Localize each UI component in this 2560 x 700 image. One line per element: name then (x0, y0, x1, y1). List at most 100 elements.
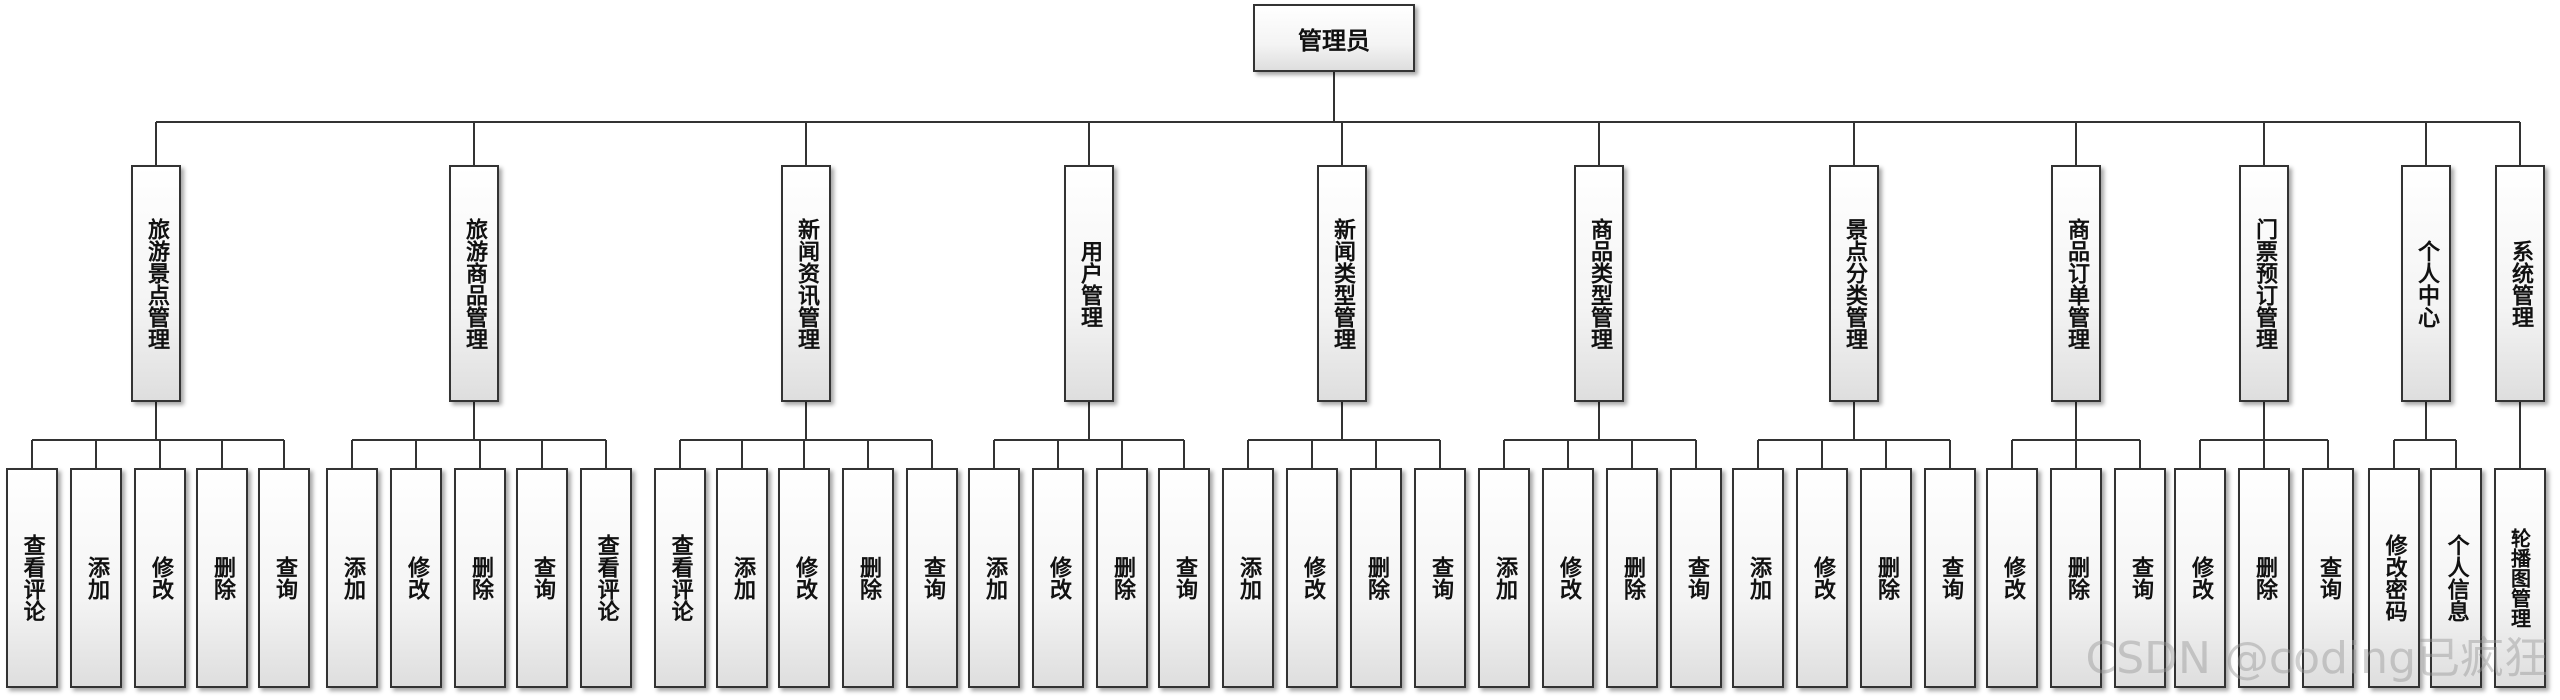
child-node-10-1: 修改密码 (2368, 468, 2420, 688)
module-node-7: 景点分类管理 (1829, 165, 1879, 402)
child-node-8-2: 删除 (2050, 468, 2102, 688)
module-node-11-label: 系统管理 (2508, 239, 2533, 328)
module-node-3: 新闻资讯管理 (781, 165, 831, 402)
child-node-3-3-label: 修改 (792, 556, 817, 600)
child-node-2-2: 修改 (390, 468, 442, 688)
child-node-6-2: 修改 (1542, 468, 1594, 688)
module-node-3-label: 新闻资讯管理 (794, 217, 819, 350)
child-node-5-3: 删除 (1350, 468, 1402, 688)
child-node-4-2-label: 修改 (1046, 556, 1071, 600)
child-node-1-2-label: 添加 (84, 556, 109, 600)
module-node-8: 商品订单管理 (2051, 165, 2101, 402)
child-node-10-1-label: 修改密码 (2381, 534, 2407, 622)
child-node-5-4: 查询 (1414, 468, 1466, 688)
child-node-8-2-label: 删除 (2064, 556, 2089, 600)
child-node-1-4: 删除 (196, 468, 248, 688)
child-node-9-2: 删除 (2238, 468, 2290, 688)
child-node-3-1: 查看评论 (654, 468, 706, 688)
child-node-2-3: 删除 (454, 468, 506, 688)
child-node-10-2: 个人信息 (2430, 468, 2482, 688)
child-node-7-2: 修改 (1796, 468, 1848, 688)
child-node-7-2-label: 修改 (1810, 556, 1835, 600)
module-node-9: 门票预订管理 (2239, 165, 2289, 402)
module-node-8-label: 商品订单管理 (2064, 217, 2089, 350)
child-node-4-1-label: 添加 (982, 556, 1007, 600)
child-node-4-4: 查询 (1158, 468, 1210, 688)
module-node-9-label: 门票预订管理 (2252, 217, 2277, 350)
child-node-3-4: 删除 (842, 468, 894, 688)
child-node-3-3: 修改 (778, 468, 830, 688)
child-node-4-2: 修改 (1032, 468, 1084, 688)
child-node-2-4-label: 查询 (530, 556, 555, 600)
child-node-2-1-label: 添加 (340, 556, 365, 600)
module-node-5: 新闻类型管理 (1317, 165, 1367, 402)
child-node-9-1: 修改 (2174, 468, 2226, 688)
child-node-5-2: 修改 (1286, 468, 1338, 688)
child-node-3-4-label: 删除 (856, 556, 881, 600)
child-node-8-3: 查询 (2114, 468, 2166, 688)
child-node-4-4-label: 查询 (1172, 556, 1197, 600)
child-node-3-5-label: 查询 (920, 556, 945, 600)
child-node-4-1: 添加 (968, 468, 1020, 688)
child-node-4-3: 删除 (1096, 468, 1148, 688)
child-node-7-3: 删除 (1860, 468, 1912, 688)
child-node-2-3-label: 删除 (468, 556, 493, 600)
child-node-5-3-label: 删除 (1364, 556, 1389, 600)
child-node-9-3: 查询 (2302, 468, 2354, 688)
child-node-3-5: 查询 (906, 468, 958, 688)
child-node-1-3: 修改 (134, 468, 186, 688)
child-node-6-3: 删除 (1606, 468, 1658, 688)
child-node-1-3-label: 修改 (148, 556, 173, 600)
child-node-2-4: 查询 (516, 468, 568, 688)
module-node-1-label: 旅游景点管理 (144, 217, 169, 350)
module-node-4: 用户管理 (1064, 165, 1114, 402)
child-node-11-1-label: 轮播图管理 (2507, 528, 2532, 628)
child-node-8-1: 修改 (1986, 468, 2038, 688)
child-node-11-1: 轮播图管理 (2494, 468, 2546, 688)
child-node-8-3-label: 查询 (2128, 556, 2153, 600)
child-node-6-1: 添加 (1478, 468, 1530, 688)
module-node-2-label: 旅游商品管理 (462, 217, 487, 350)
watermark: CSDN @coding已疯狂 (2085, 633, 2548, 684)
child-node-1-1: 查看评论 (6, 468, 58, 688)
module-node-2: 旅游商品管理 (449, 165, 499, 402)
module-node-7-label: 景点分类管理 (1842, 217, 1867, 350)
child-node-3-2: 添加 (716, 468, 768, 688)
module-node-10-label: 个人中心 (2414, 239, 2439, 328)
child-node-4-3-label: 删除 (1110, 556, 1135, 600)
child-node-5-2-label: 修改 (1300, 556, 1325, 600)
child-node-7-1: 添加 (1732, 468, 1784, 688)
child-node-6-4-label: 查询 (1684, 556, 1709, 600)
module-node-6: 商品类型管理 (1574, 165, 1624, 402)
child-node-1-2: 添加 (70, 468, 122, 688)
child-node-6-4: 查询 (1670, 468, 1722, 688)
child-node-9-3-label: 查询 (2316, 556, 2341, 600)
child-node-7-1-label: 添加 (1746, 556, 1771, 600)
child-node-5-4-label: 查询 (1428, 556, 1453, 600)
child-node-1-4-label: 删除 (210, 556, 235, 600)
child-node-7-4-label: 查询 (1938, 556, 1963, 600)
child-node-9-1-label: 修改 (2188, 556, 2213, 600)
module-node-10: 个人中心 (2401, 165, 2451, 402)
module-node-6-label: 商品类型管理 (1587, 217, 1612, 350)
child-node-5-1: 添加 (1222, 468, 1274, 688)
child-node-3-2-label: 添加 (730, 556, 755, 600)
child-node-2-2-label: 修改 (404, 556, 429, 600)
child-node-2-5-label: 查看评论 (593, 534, 619, 622)
child-node-1-5: 查询 (258, 468, 310, 688)
root-node: 管理员 (1253, 4, 1415, 72)
child-node-9-2-label: 删除 (2252, 556, 2277, 600)
child-node-5-1-label: 添加 (1236, 556, 1261, 600)
child-node-2-1: 添加 (326, 468, 378, 688)
child-node-6-3-label: 删除 (1620, 556, 1645, 600)
root-node-label: 管理员 (1298, 26, 1370, 55)
module-node-1: 旅游景点管理 (131, 165, 181, 402)
child-node-6-1-label: 添加 (1492, 556, 1517, 600)
child-node-7-4: 查询 (1924, 468, 1976, 688)
module-node-11: 系统管理 (2495, 165, 2545, 402)
child-node-6-2-label: 修改 (1556, 556, 1581, 600)
child-node-2-5: 查看评论 (580, 468, 632, 688)
child-node-8-1-label: 修改 (2000, 556, 2025, 600)
